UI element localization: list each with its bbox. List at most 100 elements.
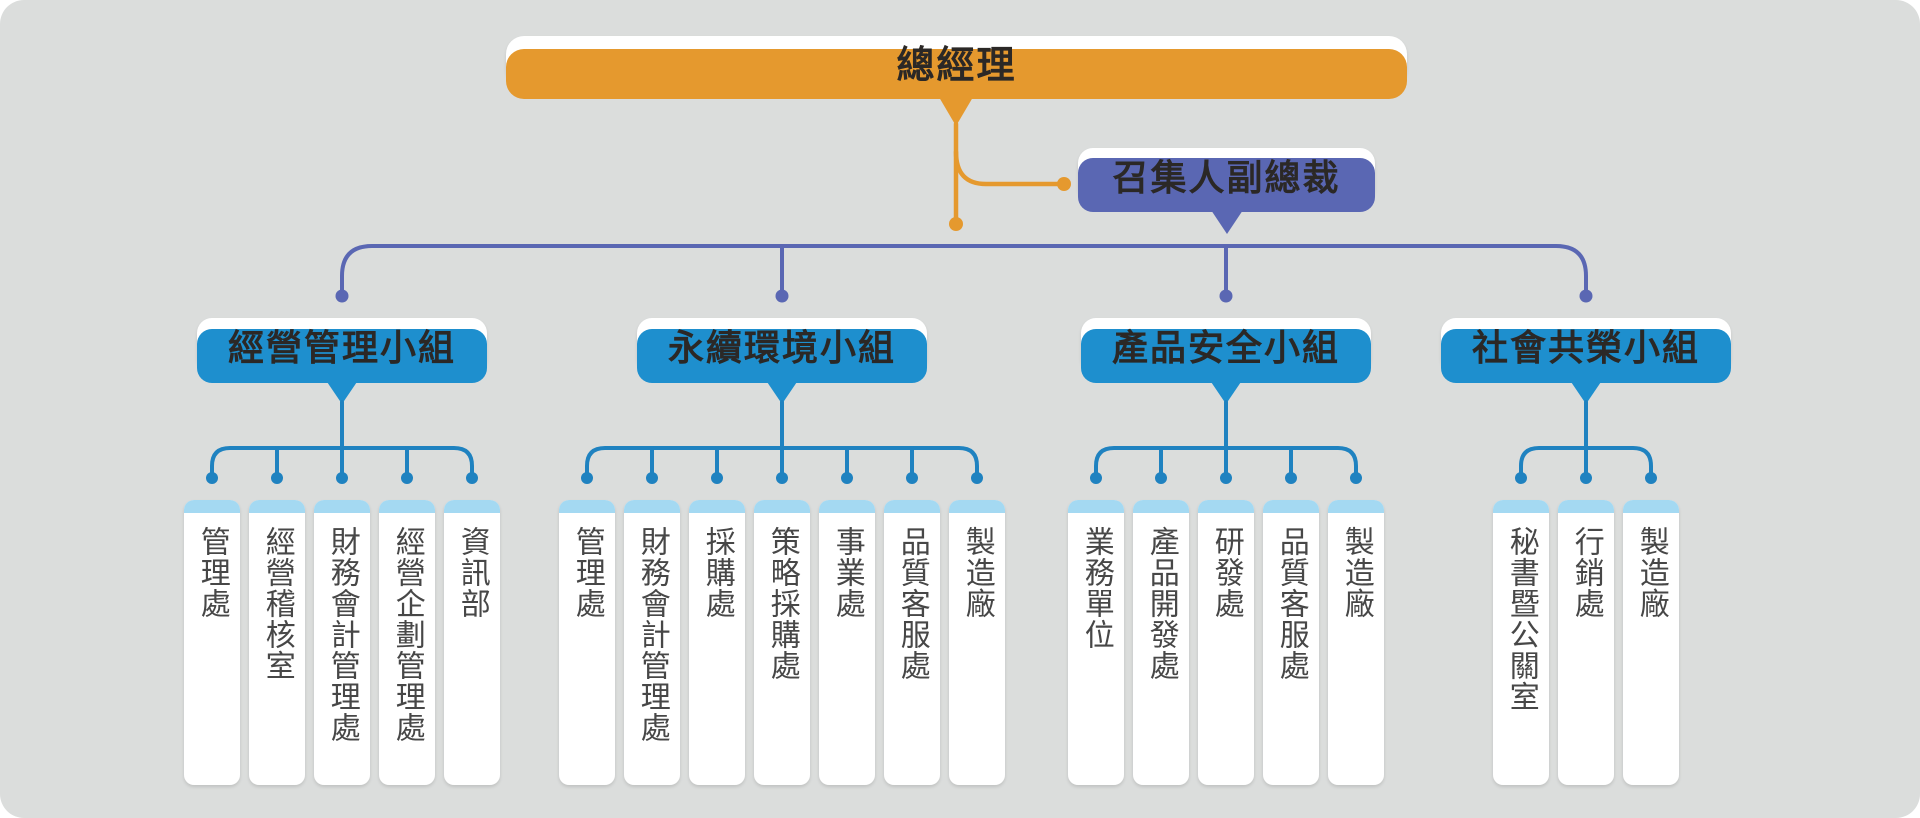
department-box-cap	[884, 500, 940, 513]
department-box-cap	[1263, 500, 1319, 513]
child-dot	[1350, 472, 1362, 484]
child-dot	[841, 472, 853, 484]
department-box-cap	[249, 500, 305, 513]
node-group-0: 經營管理小組	[197, 318, 487, 372]
node-group-1: 永續環境小組	[637, 318, 927, 372]
department-label: 財務會計管理處	[635, 526, 669, 743]
department-label: 管理處	[195, 526, 229, 619]
department-box: 行銷處	[1558, 500, 1614, 785]
child-dot	[646, 472, 658, 484]
department-box: 管理處	[559, 500, 615, 785]
node-group-label: 社會共榮小組	[1471, 327, 1700, 368]
department-box-cap	[1493, 500, 1549, 513]
department-box: 品質客服處	[1263, 500, 1319, 785]
department-box: 品質客服處	[884, 500, 940, 785]
department-label: 品質客服處	[895, 526, 929, 681]
node-convener-vice-president-label: 召集人副總裁	[1112, 157, 1341, 198]
child-dot	[1645, 472, 1657, 484]
department-label: 品質客服處	[1274, 526, 1308, 681]
child-dot	[776, 472, 788, 484]
child-dot	[1220, 472, 1232, 484]
department-box-cap	[949, 500, 1005, 513]
child-dot	[271, 472, 283, 484]
department-box: 業務單位	[1068, 500, 1124, 785]
department-box-cap	[1558, 500, 1614, 513]
group-arrow-icon	[323, 376, 361, 404]
deputy-branch-dot	[1057, 177, 1071, 191]
department-label: 經營稽核室	[260, 526, 294, 681]
department-box-cap	[624, 500, 680, 513]
department-label: 製造廠	[1634, 526, 1668, 619]
department-box: 管理處	[184, 500, 240, 785]
node-group-label: 產品安全小組	[1111, 327, 1340, 368]
group-arrow-icon	[1207, 376, 1245, 404]
department-label: 資訊部	[455, 526, 489, 619]
child-dot	[1515, 472, 1527, 484]
department-label: 經營企劃管理處	[390, 526, 424, 743]
node-general-manager: 總經理	[506, 36, 1407, 87]
department-box: 資訊部	[444, 500, 500, 785]
department-box-cap	[444, 500, 500, 513]
group-arrow-icon	[763, 376, 801, 404]
child-dot	[466, 472, 478, 484]
child-dot	[1155, 472, 1167, 484]
child-dot	[971, 472, 983, 484]
group-dot	[775, 289, 789, 303]
department-label: 策略採購處	[765, 526, 799, 681]
department-box: 策略採購處	[754, 500, 810, 785]
child-dot	[206, 472, 218, 484]
department-box-cap	[1623, 500, 1679, 513]
department-box-cap	[379, 500, 435, 513]
node-group-label: 經營管理小組	[227, 327, 456, 368]
department-label: 製造廠	[960, 526, 994, 619]
department-box: 採購處	[689, 500, 745, 785]
child-dot	[1285, 472, 1297, 484]
root-arrow-icon	[936, 92, 976, 126]
department-box: 事業處	[819, 500, 875, 785]
department-box-cap	[314, 500, 370, 513]
department-label: 產品開發處	[1144, 526, 1178, 681]
child-dot	[1580, 472, 1592, 484]
root-line-dot	[949, 217, 963, 231]
department-box: 經營企劃管理處	[379, 500, 435, 785]
child-dot	[336, 472, 348, 484]
node-general-manager-label: 總經理	[896, 44, 1017, 87]
group-dot	[1579, 289, 1593, 303]
department-label: 財務會計管理處	[325, 526, 359, 743]
department-box: 秘書暨公關室	[1493, 500, 1549, 785]
groups-rail	[340, 244, 1588, 296]
child-dot	[401, 472, 413, 484]
department-label: 研發處	[1209, 526, 1243, 619]
department-box-cap	[1198, 500, 1254, 513]
node-group-2: 產品安全小組	[1081, 318, 1371, 372]
department-box-cap	[1068, 500, 1124, 513]
node-group-3: 社會共榮小組	[1441, 318, 1731, 372]
node-convener-vice-president: 召集人副總裁	[1078, 148, 1375, 202]
department-box: 經營稽核室	[249, 500, 305, 785]
root-deputy-branch	[953, 149, 1063, 187]
group-arrow-icon	[1567, 376, 1605, 404]
department-box: 財務會計管理處	[624, 500, 680, 785]
department-box-cap	[1133, 500, 1189, 513]
department-label: 採購處	[700, 526, 734, 619]
child-dot	[906, 472, 918, 484]
department-label: 管理處	[570, 526, 604, 619]
department-box-cap	[1328, 500, 1384, 513]
group-dot	[335, 289, 349, 303]
department-box: 研發處	[1198, 500, 1254, 785]
child-dot	[1090, 472, 1102, 484]
department-box-cap	[559, 500, 615, 513]
department-box-cap	[819, 500, 875, 513]
department-label: 業務單位	[1079, 526, 1113, 650]
department-box-cap	[689, 500, 745, 513]
child-dot	[581, 472, 593, 484]
child-dot	[711, 472, 723, 484]
department-box: 產品開發處	[1133, 500, 1189, 785]
department-box-cap	[754, 500, 810, 513]
department-box: 財務會計管理處	[314, 500, 370, 785]
group-dot	[1219, 289, 1233, 303]
department-box: 製造廠	[949, 500, 1005, 785]
department-label: 行銷處	[1569, 526, 1603, 619]
